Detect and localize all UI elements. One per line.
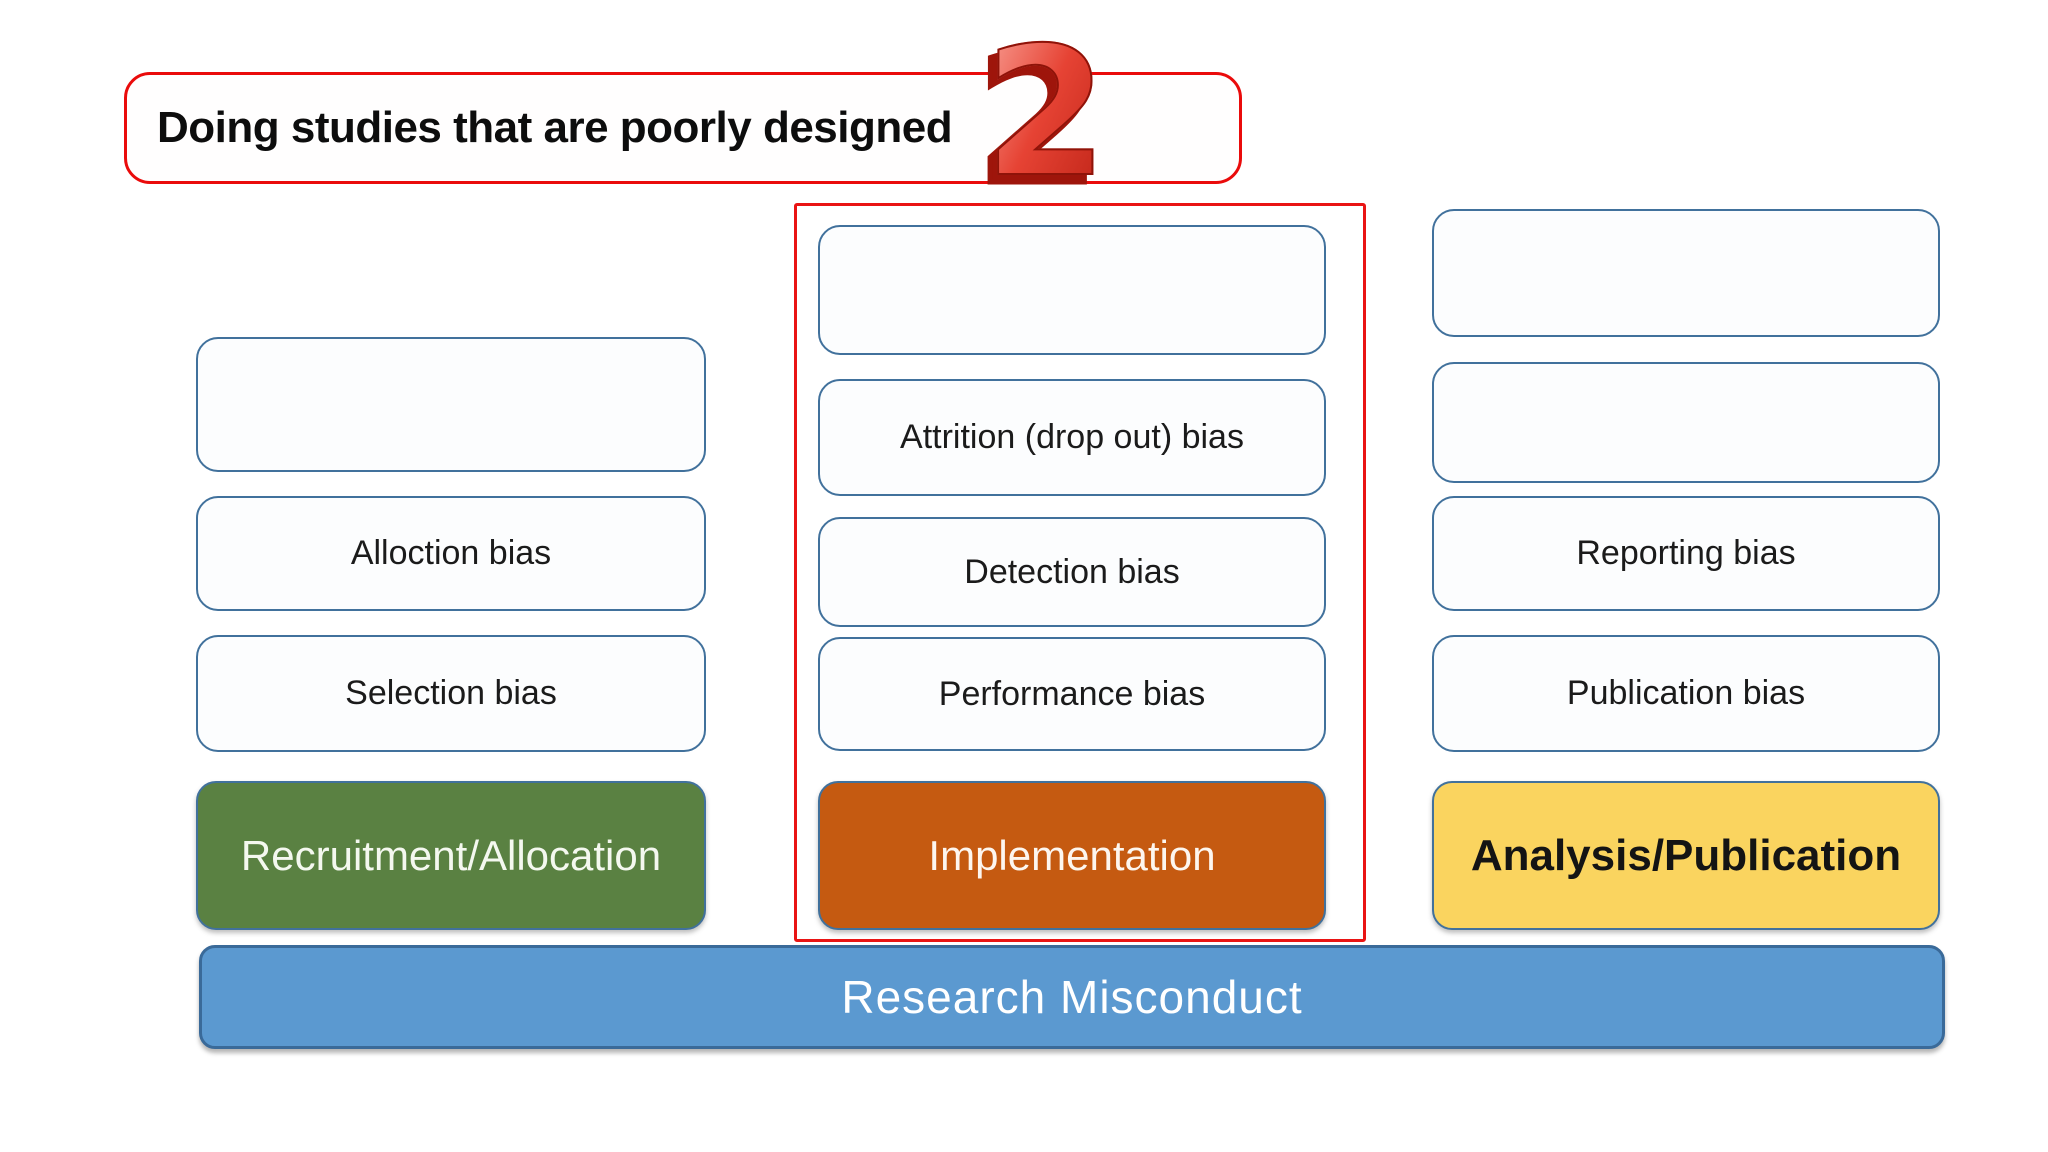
category-recruitment-allocation: Recruitment/Allocation <box>196 781 706 930</box>
bias-box-performance: Performance bias <box>818 637 1326 751</box>
research-misconduct-bar: Research Misconduct <box>199 945 1945 1049</box>
bias-box-publication: Publication bias <box>1432 635 1940 752</box>
bias-box-reporting: Reporting bias <box>1432 496 1940 611</box>
bias-box-empty-analysis-1 <box>1432 209 1940 337</box>
number-2-badge-face: 2 <box>983 9 1109 216</box>
bias-box-empty-recruitment <box>196 337 706 472</box>
highlight-rectangle-implementation-column <box>794 203 1366 942</box>
bias-box-attrition: Attrition (drop out) bias <box>818 379 1326 496</box>
slide-title-box: Doing studies that are poorly designed <box>124 72 1242 184</box>
number-2-badge: 2 2 <box>974 9 1124 216</box>
category-analysis-publication: Analysis/Publication <box>1432 781 1940 930</box>
bias-box-allocation: Alloction bias <box>196 496 706 611</box>
bias-box-selection: Selection bias <box>196 635 706 752</box>
slide-title-text: Doing studies that are poorly designed <box>157 103 953 152</box>
category-implementation: Implementation <box>818 781 1326 930</box>
bias-box-empty-analysis-2 <box>1432 362 1940 483</box>
bias-box-empty-implementation <box>818 225 1326 355</box>
number-2-badge-shadow: 2 <box>974 29 1103 212</box>
bias-box-detection: Detection bias <box>818 517 1326 627</box>
